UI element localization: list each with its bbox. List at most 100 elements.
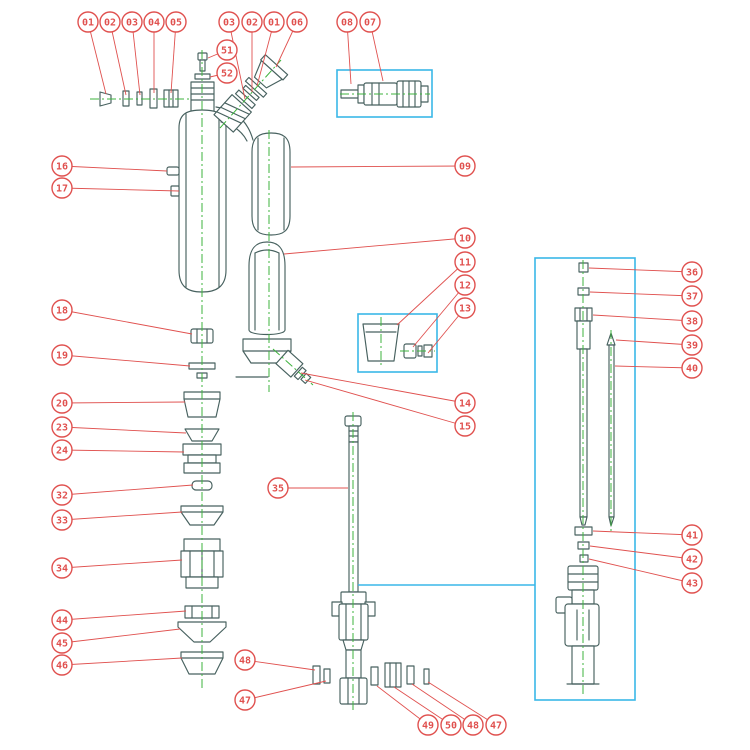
svg-text:46: 46 [56,661,68,672]
svg-text:03: 03 [126,18,138,29]
part-hose-fitting [235,338,312,384]
leader-lines [61,21,693,726]
callout-38: 38 [681,310,703,332]
svg-text:47: 47 [490,721,502,732]
part-bump-stop [248,241,286,336]
svg-text:44: 44 [56,616,68,627]
callout-03-b: 03 [218,11,240,33]
part-mount-hardware-left [312,665,331,685]
callout-13: 13 [454,297,476,319]
callout-16: 16 [51,155,73,177]
svg-text:52: 52 [221,69,233,80]
svg-text:06: 06 [291,18,303,29]
svg-text:02: 02 [246,18,258,29]
svg-text:15: 15 [459,422,471,433]
callout-02-a: 02 [99,11,121,33]
callout-01-a: 01 [77,11,99,33]
part-shock-body [166,52,227,293]
svg-text:08: 08 [341,18,353,29]
callout-47-b: 47 [485,714,507,736]
callout-04: 04 [143,11,165,33]
callout-15: 15 [454,415,476,437]
svg-text:18: 18 [56,306,68,317]
callout-46: 46 [51,654,73,676]
svg-text:13: 13 [459,304,471,315]
svg-text:19: 19 [56,351,68,362]
callout-07: 07 [359,11,381,33]
svg-text:40: 40 [686,364,698,375]
callout-06: 06 [286,11,308,33]
svg-text:23: 23 [56,423,68,434]
svg-text:34: 34 [56,564,68,575]
svg-text:48: 48 [467,721,479,732]
part-mount-hardware-right [370,662,430,688]
callout-19: 19 [51,344,73,366]
svg-text:37: 37 [686,292,698,303]
callout-02-b: 02 [241,11,263,33]
svg-text:39: 39 [686,341,698,352]
callout-36: 36 [681,261,703,283]
callout-39: 39 [681,334,703,356]
svg-text:16: 16 [56,162,68,173]
svg-text:32: 32 [56,491,68,502]
callout-14: 14 [454,392,476,414]
svg-text:38: 38 [686,317,698,328]
callout-33: 33 [51,509,73,531]
callout-24: 24 [51,439,73,461]
callout-42: 42 [681,548,703,570]
svg-text:03: 03 [223,18,235,29]
svg-text:17: 17 [56,184,68,195]
callout-08: 08 [336,11,358,33]
callout-51: 51 [216,39,238,61]
callout-35: 35 [267,477,289,499]
svg-text:11: 11 [459,258,471,269]
callout-20: 20 [51,392,73,414]
callout-05: 05 [165,11,187,33]
svg-text:47: 47 [239,696,251,707]
callout-48-b: 48 [462,714,484,736]
svg-text:36: 36 [686,268,698,279]
svg-text:24: 24 [56,446,68,457]
svg-text:12: 12 [459,281,471,292]
callout-09: 09 [454,155,476,177]
svg-text:02: 02 [104,18,116,29]
svg-text:45: 45 [56,639,68,650]
callout-41: 41 [681,524,703,546]
callout-01-b: 01 [263,11,285,33]
svg-text:48: 48 [239,656,251,667]
callout-44: 44 [51,609,73,631]
callout-11: 11 [454,251,476,273]
svg-text:33: 33 [56,516,68,527]
callout-17: 17 [51,177,73,199]
callout-32: 32 [51,484,73,506]
callout-52: 52 [216,62,238,84]
centerlines-layer [90,50,612,710]
part-reservoir-tube [251,132,291,236]
svg-text:01: 01 [82,18,94,29]
part-cone-washer [184,428,220,442]
part-reservoir-end-cap [362,323,433,362]
svg-text:35: 35 [272,484,284,495]
callout-34: 34 [51,557,73,579]
callout-23: 23 [51,416,73,438]
svg-text:05: 05 [170,18,182,29]
svg-text:14: 14 [459,399,471,410]
svg-text:49: 49 [422,721,434,732]
callout-43: 43 [681,572,703,594]
highlight-box-adjuster [336,69,433,118]
callout-48-a: 48 [234,649,256,671]
callout-37: 37 [681,285,703,307]
part-rebound-rod-assembly [555,262,600,685]
callout-12: 12 [454,274,476,296]
callout-49: 49 [417,714,439,736]
callout-50: 50 [440,714,462,736]
highlight-box-end-cap [357,313,438,373]
callout-45: 45 [51,632,73,654]
svg-text:43: 43 [686,579,698,590]
callout-47-a: 47 [234,689,256,711]
parts-layer [99,52,616,705]
svg-text:20: 20 [56,399,68,410]
svg-text:04: 04 [148,18,160,29]
